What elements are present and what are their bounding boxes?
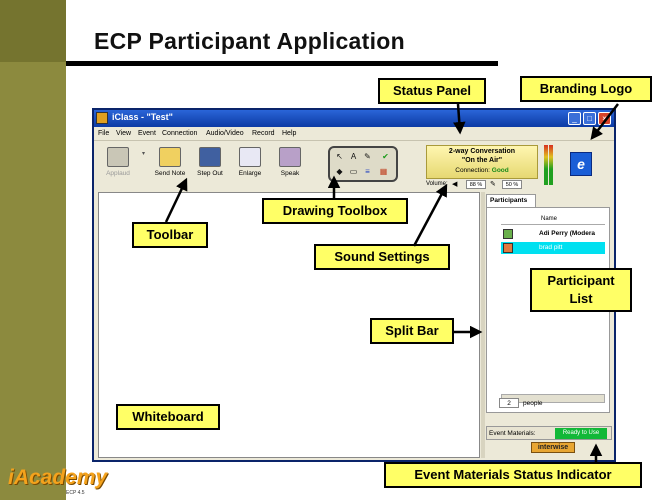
send-note-label: Send Note xyxy=(154,170,186,177)
step-out-icon xyxy=(199,147,221,167)
speak-icon xyxy=(279,147,301,167)
callout-drawing-toolbox: Drawing Toolbox xyxy=(262,198,408,224)
people-count-label: people xyxy=(523,400,543,407)
participant-list-header: Name xyxy=(501,216,605,225)
color-palette-icon[interactable]: ▦ xyxy=(379,167,388,176)
branding-logo-icon: e xyxy=(570,152,592,176)
callout-branding-logo: Branding Logo xyxy=(520,76,652,102)
text-tool-icon[interactable]: A xyxy=(350,152,357,161)
participant-name: Adi Perry (Modera xyxy=(539,230,595,237)
speaker-icon[interactable]: ◀ xyxy=(452,181,458,188)
applaud-button[interactable]: Applaud ▾ xyxy=(98,144,145,188)
speak-label: Speak xyxy=(280,170,300,177)
callout-event-materials-status: Event Materials Status Indicator xyxy=(384,462,642,488)
volume-label: Volume: xyxy=(426,181,448,187)
applaud-label: Applaud xyxy=(106,170,130,177)
status-panel: 2-way Conversation "On the Air" Connecti… xyxy=(426,145,538,179)
mic-volume-select[interactable]: 50 % xyxy=(502,180,522,189)
enlarge-button[interactable]: Enlarge xyxy=(230,144,270,188)
eraser-tool-icon[interactable]: ◆ xyxy=(336,167,343,176)
line-width-icon[interactable]: ≡ xyxy=(365,167,370,176)
callout-whiteboard: Whiteboard xyxy=(116,404,220,430)
moderator-icon xyxy=(503,229,513,239)
menu-file[interactable]: File xyxy=(98,130,110,137)
status-on-air: "On the Air" xyxy=(461,157,503,164)
enlarge-icon xyxy=(239,147,261,167)
step-out-label: Step Out xyxy=(197,170,223,177)
column-name[interactable]: Name xyxy=(541,216,558,222)
close-button[interactable]: × xyxy=(598,112,611,125)
menu-help[interactable]: Help xyxy=(282,130,297,137)
applaud-icon xyxy=(107,147,129,167)
drawing-toolbox: ↖ A ✎ ✔ ◆ ▭ ≡ ▦ xyxy=(328,146,398,182)
interwise-logo: interwise xyxy=(531,442,575,453)
maximize-button[interactable]: □ xyxy=(583,112,596,125)
connection-label: Connection: xyxy=(455,167,490,174)
audio-level-meters xyxy=(544,145,554,185)
microphone-icon[interactable]: ✎ xyxy=(490,181,496,188)
menu-connection[interactable]: Connection xyxy=(162,130,198,137)
chevron-down-icon[interactable]: ▾ xyxy=(142,151,146,157)
menu-bar: File View Event Connection Audio/Video R… xyxy=(94,128,614,141)
level-meter-right xyxy=(549,145,553,185)
app-icon xyxy=(96,112,108,124)
slide-title: ECP Participant Application xyxy=(94,28,405,54)
people-count-value: 2 xyxy=(499,398,519,408)
main-toolbar: Applaud ▾ Send Note Step Out Enlarge Spe… xyxy=(98,144,320,188)
send-note-icon xyxy=(159,147,181,167)
callout-toolbar: Toolbar xyxy=(132,222,208,248)
window-titlebar[interactable]: iClass - "Test" _ □ × xyxy=(94,110,614,127)
pen-tool-icon[interactable]: ✎ xyxy=(364,152,371,161)
participant-name: brad pitt xyxy=(539,244,563,251)
menu-audio-video[interactable]: Audio/Video xyxy=(206,130,244,137)
olive-side-bar xyxy=(0,0,66,500)
window-title: iClass - "Test" xyxy=(112,112,173,122)
pointer-tool-icon[interactable]: ↖ xyxy=(336,152,343,161)
shape-tool-icon[interactable]: ▭ xyxy=(349,167,358,176)
participant-icon xyxy=(503,243,513,253)
speak-button[interactable]: Speak xyxy=(270,144,310,188)
event-materials-label: Event Materials: xyxy=(489,430,536,437)
callout-participant-list: Participant List xyxy=(530,268,632,312)
connection-value: Good xyxy=(491,167,509,174)
olive-top-block xyxy=(0,0,66,62)
speaker-volume-select[interactable]: 88 % xyxy=(466,180,486,189)
logo-subtext: ECP 4.5 xyxy=(66,490,85,496)
menu-view[interactable]: View xyxy=(116,130,132,137)
sound-settings: Volume: ◀ 88 % ✎ 50 % xyxy=(426,180,546,190)
title-underline xyxy=(66,61,498,66)
split-bar[interactable] xyxy=(481,192,485,458)
participant-row[interactable]: Adi Perry (Modera xyxy=(501,228,605,240)
connection-status: Connection: Good xyxy=(427,167,537,174)
callout-sound-settings: Sound Settings xyxy=(314,244,450,270)
enlarge-label: Enlarge xyxy=(238,170,262,177)
logo-text: iAcademy xyxy=(8,466,108,489)
iacademy-logo: iAcademy ECP 4.5 xyxy=(8,466,118,500)
event-materials-status-badge[interactable]: Ready to Use xyxy=(555,428,607,439)
callout-status-panel: Status Panel xyxy=(378,78,486,104)
callout-split-bar: Split Bar xyxy=(370,318,454,344)
menu-record[interactable]: Record xyxy=(252,130,275,137)
send-note-button[interactable]: Send Note xyxy=(150,144,190,188)
event-materials-bar: Event Materials: Ready to Use xyxy=(486,426,612,440)
minimize-button[interactable]: _ xyxy=(568,112,581,125)
status-mode: 2-way Conversation xyxy=(448,148,516,155)
step-out-button[interactable]: Step Out xyxy=(190,144,230,188)
level-meter-left xyxy=(544,145,548,185)
check-tool-icon[interactable]: ✔ xyxy=(382,152,389,161)
participant-row[interactable]: brad pitt xyxy=(501,242,605,254)
menu-event[interactable]: Event xyxy=(138,130,156,137)
tab-participants[interactable]: Participants xyxy=(486,194,536,207)
